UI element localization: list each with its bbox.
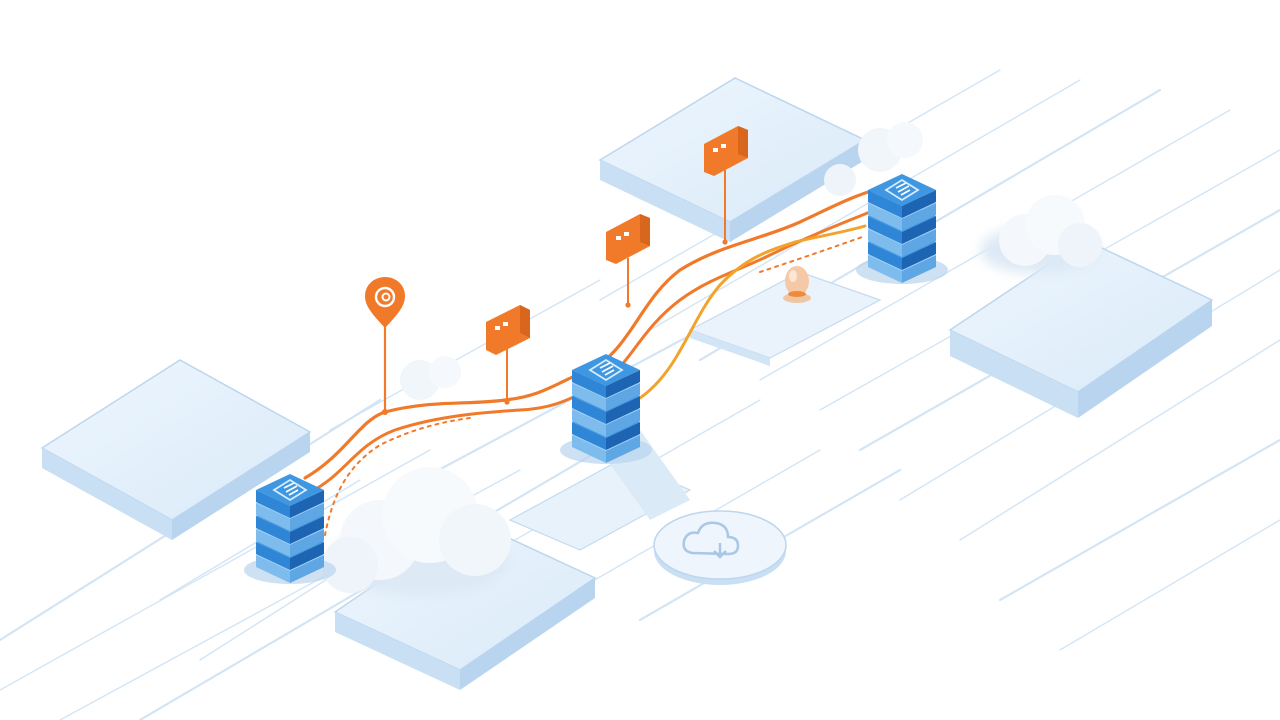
stripe-line [998,438,1280,602]
route-dotted-right [759,235,866,273]
route-amber [638,224,867,400]
stripe-line [418,328,702,482]
cloud-top [824,122,923,196]
cloud-large [322,467,511,596]
stripe-line [649,79,1081,331]
chat-bubble-icon [495,322,508,330]
document-icon [884,178,920,202]
route-dotted-left [324,417,471,536]
egg-figure-icon [783,266,811,303]
stripe-line [959,339,1280,541]
message-flag-1 [486,305,530,405]
platforms [40,77,1214,690]
chat-bubble-icon [616,232,629,240]
document-icon [272,478,308,502]
stripe-line [1059,519,1280,651]
platform-right [948,239,1214,418]
platform-bridge [508,271,882,551]
servers [244,174,948,584]
platform-left [40,359,312,540]
chat-bubble-icon [713,144,726,152]
server-node-left [244,474,336,584]
cloud-mid [400,356,461,400]
message-flag-2 [606,214,650,308]
stripe-line [0,449,431,691]
cloud-icon [682,521,740,559]
server-node-middle [560,354,652,464]
document-icon [588,358,624,382]
server-node-right [856,174,948,284]
stripe-line [329,279,601,431]
cloud-badge [653,510,787,585]
at-sign-icon [374,286,396,308]
message-flag-3 [704,126,748,245]
at-sign-pin [365,277,405,415]
cloud-right [980,195,1102,274]
clouds [322,122,1102,596]
markers [365,126,748,415]
